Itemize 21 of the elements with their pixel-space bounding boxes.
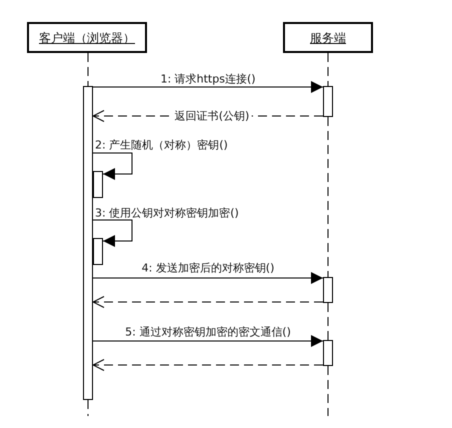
activation-bar bbox=[83, 86, 93, 400]
message-arrow bbox=[92, 272, 324, 284]
message-label: 4: 发送加密后的对称密钥() bbox=[142, 262, 274, 274]
message-label: 1: 请求https连接() bbox=[160, 72, 256, 86]
message-label: 3: 使用公钥对对称密钥加密() bbox=[95, 206, 239, 220]
message-arrow bbox=[92, 335, 324, 347]
self-message-arrow bbox=[92, 152, 132, 180]
message-label: 5: 通过对称密钥加密的密文通信() bbox=[125, 326, 291, 338]
activation-bar bbox=[93, 171, 103, 198]
self-message-arrow bbox=[92, 220, 132, 247]
message-label: 返回证书(公钥) bbox=[172, 110, 252, 122]
activation-bar bbox=[323, 277, 333, 303]
activation-bar bbox=[323, 340, 333, 366]
return-arrow bbox=[92, 296, 324, 308]
return-arrow bbox=[92, 359, 324, 371]
participant-box: 客户端（浏览器） bbox=[27, 22, 147, 53]
activation-bar bbox=[93, 238, 103, 265]
message-arrow bbox=[92, 81, 324, 93]
participant-box: 服务端 bbox=[283, 22, 373, 53]
message-label: 2: 产生随机（对称）密钥() bbox=[95, 138, 228, 152]
activation-bar bbox=[323, 86, 333, 117]
